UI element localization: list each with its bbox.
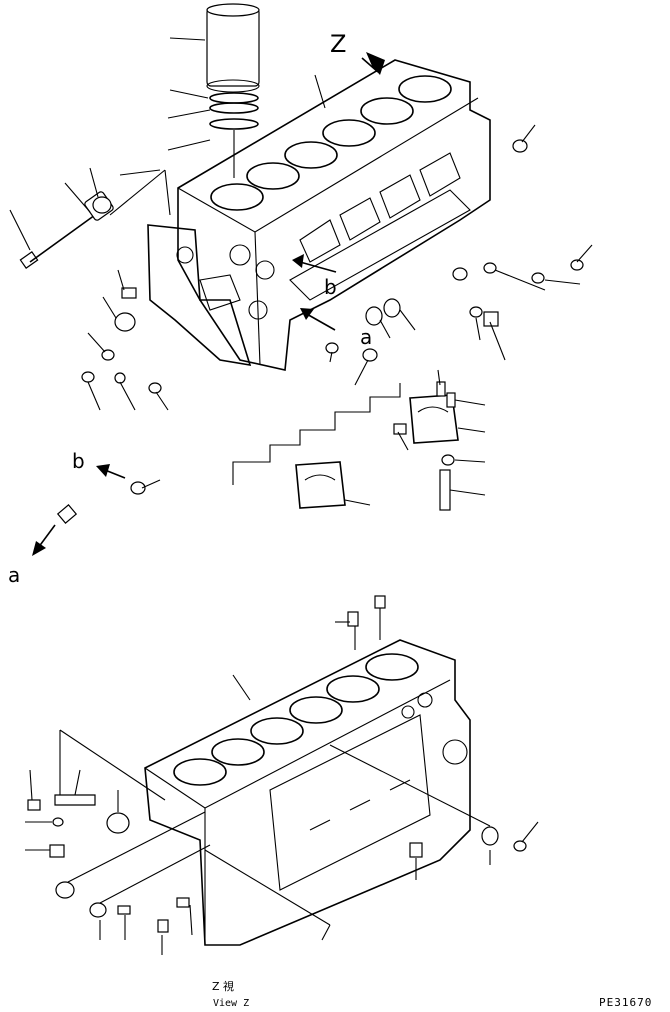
drawing-number: PE31670 [599, 996, 652, 1009]
callout-b-lower: b [72, 449, 85, 473]
view-caption-jp: Z 視 [212, 979, 234, 993]
callout-a-upper: a [360, 325, 372, 349]
callout-a-lower: a [8, 563, 20, 587]
main-bearing-cap-1 [295, 461, 346, 509]
callout-b-upper: b [324, 275, 337, 299]
upper-exploded-view [9, 3, 593, 556]
loose-hardware-lower [27, 595, 527, 933]
view-caption-en: View Z [213, 998, 249, 1009]
loose-hardware-upper [19, 139, 584, 524]
leader-lines-upper [9, 37, 593, 506]
cylinder-liner [206, 3, 260, 178]
view-arrow-label: Z [330, 30, 346, 58]
leader-lines-lower [25, 608, 539, 955]
cylinder-block [147, 59, 491, 371]
lower-view-z [25, 595, 539, 955]
cylinder-block-view-z [144, 639, 471, 946]
